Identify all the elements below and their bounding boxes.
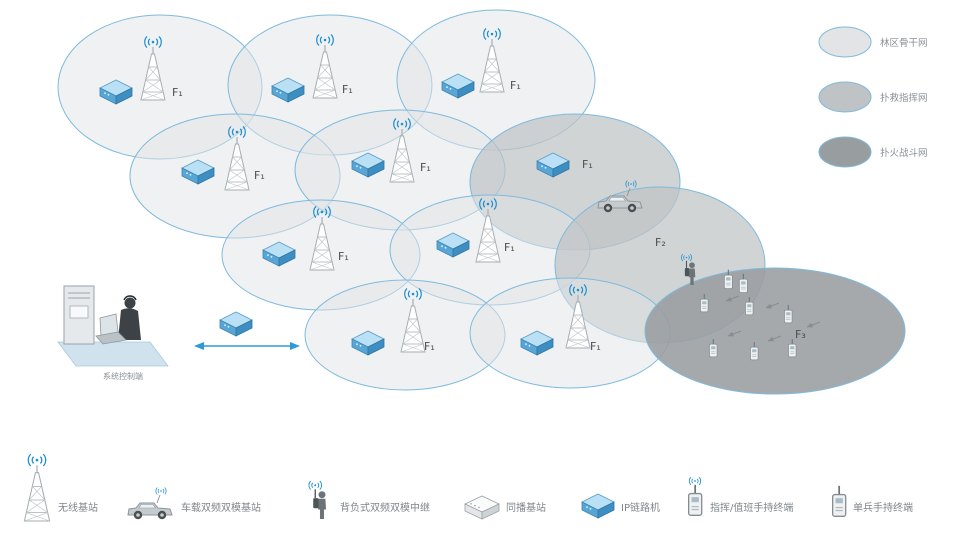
zone-label-f1: F₁ — [582, 158, 593, 171]
ip-router-icon — [219, 311, 253, 337]
zone-label-f1: F₁ — [424, 340, 435, 353]
legend-swatch-command — [818, 81, 872, 113]
zone-label-f1: F₁ — [420, 161, 431, 174]
zone-label-f1: F₁ — [590, 340, 601, 353]
backhaul-link-arrow — [194, 342, 300, 350]
zone-legend: 林区骨干网 扑救指挥网 扑火战斗网 — [818, 26, 928, 168]
combat-zone-radios — [699, 293, 821, 361]
desk — [57, 341, 169, 367]
device-legend: 无线基站 车载双频双模基站 背负式双频双模中继 同播基站 IP链路机 指挥/值班… — [24, 454, 913, 521]
zone-label-f1: F₁ — [504, 241, 515, 254]
zone-label-f1: F₁ — [338, 250, 349, 263]
device-label-4: IP链路机 — [621, 501, 660, 514]
headset-icon — [123, 295, 137, 301]
wireless-base-station-icon — [24, 454, 49, 521]
device-label-6: 单兵手持终端 — [853, 501, 913, 514]
zone-combat-1 — [644, 267, 906, 395]
zone-label-f1: F₁ — [254, 169, 265, 182]
signal-waves-icon — [688, 476, 702, 486]
zone-label-f1: F₁ — [342, 83, 353, 96]
operator-person-icon — [124, 297, 136, 309]
legend-label-command: 扑救指挥网 — [880, 92, 928, 104]
soldier-handheld-radio-icon — [831, 484, 847, 518]
legend-label-combat: 扑火战斗网 — [880, 147, 928, 159]
movement-arrow-icon — [806, 321, 821, 328]
backpack-relay-person-icon — [309, 481, 326, 519]
zone-label-f3: F₃ — [795, 328, 806, 341]
simulcast-base-station-icon — [464, 495, 500, 520]
device-label-3: 同播基站 — [506, 501, 546, 514]
vehicle-base-station-icon — [128, 488, 172, 520]
command-handheld-radio-icon — [687, 483, 703, 517]
ip-router-icon — [581, 493, 615, 519]
legend-label-backbone: 林区骨干网 — [880, 37, 928, 49]
device-label-0: 无线基站 — [58, 501, 98, 514]
movement-arrow-icon — [725, 295, 740, 302]
device-label-2: 背负式双频双模中继 — [340, 501, 430, 514]
zone-label-f2: F₂ — [655, 236, 666, 249]
legend-swatch-backbone — [818, 26, 872, 58]
control-station-label: 系统控制端 — [103, 371, 143, 381]
legend-swatch-combat — [818, 136, 872, 168]
zone-labels: F₁ F₁ F₁ F₁ F₁ F₁ F₁ F₁ F₁ F₁ F₂ F₃ — [172, 79, 806, 353]
zone-label-f1: F₁ — [510, 79, 521, 92]
device-label-1: 车载双频双模基站 — [181, 501, 261, 514]
movement-arrow-icon — [767, 335, 782, 342]
coverage-zones — [57, 9, 906, 395]
movement-arrow-icon — [765, 302, 780, 309]
movement-arrow-icon — [727, 330, 742, 337]
zone-label-f1: F₁ — [172, 86, 183, 99]
device-label-5: 指挥/值班手持终端 — [710, 501, 793, 514]
control-station: 系统控制端 — [57, 285, 169, 381]
